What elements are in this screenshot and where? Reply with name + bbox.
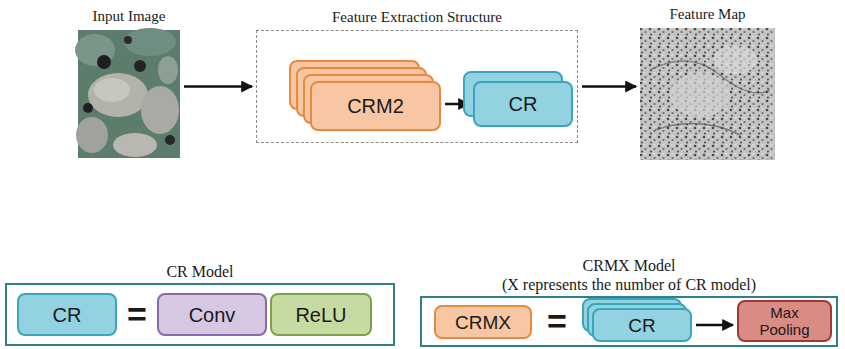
box-label: ReLU [295, 304, 346, 326]
dashed-group: Feature Extraction StructureCRM2CR [256, 30, 578, 143]
image-panel: Feature Map [640, 28, 775, 160]
heading-text: Feature Extraction Structure [197, 8, 637, 27]
box-label: CR [628, 315, 655, 336]
heading-text: CR Model [0, 262, 453, 281]
box-label: Max Pooling [750, 304, 820, 338]
flow-arrow [696, 324, 733, 327]
model-panel: CRMX Model(X represents the number of CR… [420, 296, 838, 347]
equals-sign: = [119, 297, 155, 331]
model-panel: CR ModelCRConvReLU= [5, 283, 395, 346]
box-label: CR [509, 93, 538, 115]
block-box: CRM2 [310, 81, 441, 131]
equals-sign: = [539, 304, 575, 338]
layer-box: Conv [157, 293, 267, 336]
layer-box: CR [592, 308, 692, 342]
heading-text: (X represents the number of CR model) [362, 275, 845, 294]
box-label: CRM2 [347, 95, 404, 117]
box-label: Conv [189, 304, 236, 326]
heading-text: Input Image [18, 7, 240, 26]
underwater-photo [75, 28, 180, 158]
node-heading: CRMX Model(X represents the number of CR… [362, 256, 845, 294]
node-heading: Feature Extraction Structure [197, 8, 637, 27]
feature-map-image [640, 28, 775, 160]
flow-arrow [184, 85, 252, 88]
image-panel: Input Image [78, 30, 180, 158]
box-label: CRMX [455, 312, 511, 333]
layer-box: CR [17, 293, 117, 336]
layer-box: ReLU [270, 293, 372, 336]
node-heading: Feature Map [580, 5, 835, 24]
block-box: CRMX [434, 305, 532, 339]
flow-arrow [582, 85, 636, 88]
heading-text: Feature Map [580, 5, 835, 24]
node-heading: Input Image [18, 7, 240, 26]
heading-text: CRMX Model [362, 256, 845, 275]
box-label: CR [53, 304, 82, 326]
layer-box: CR [473, 81, 573, 127]
node-heading: CR Model [0, 262, 453, 281]
layer-box: Max Pooling [737, 300, 832, 342]
